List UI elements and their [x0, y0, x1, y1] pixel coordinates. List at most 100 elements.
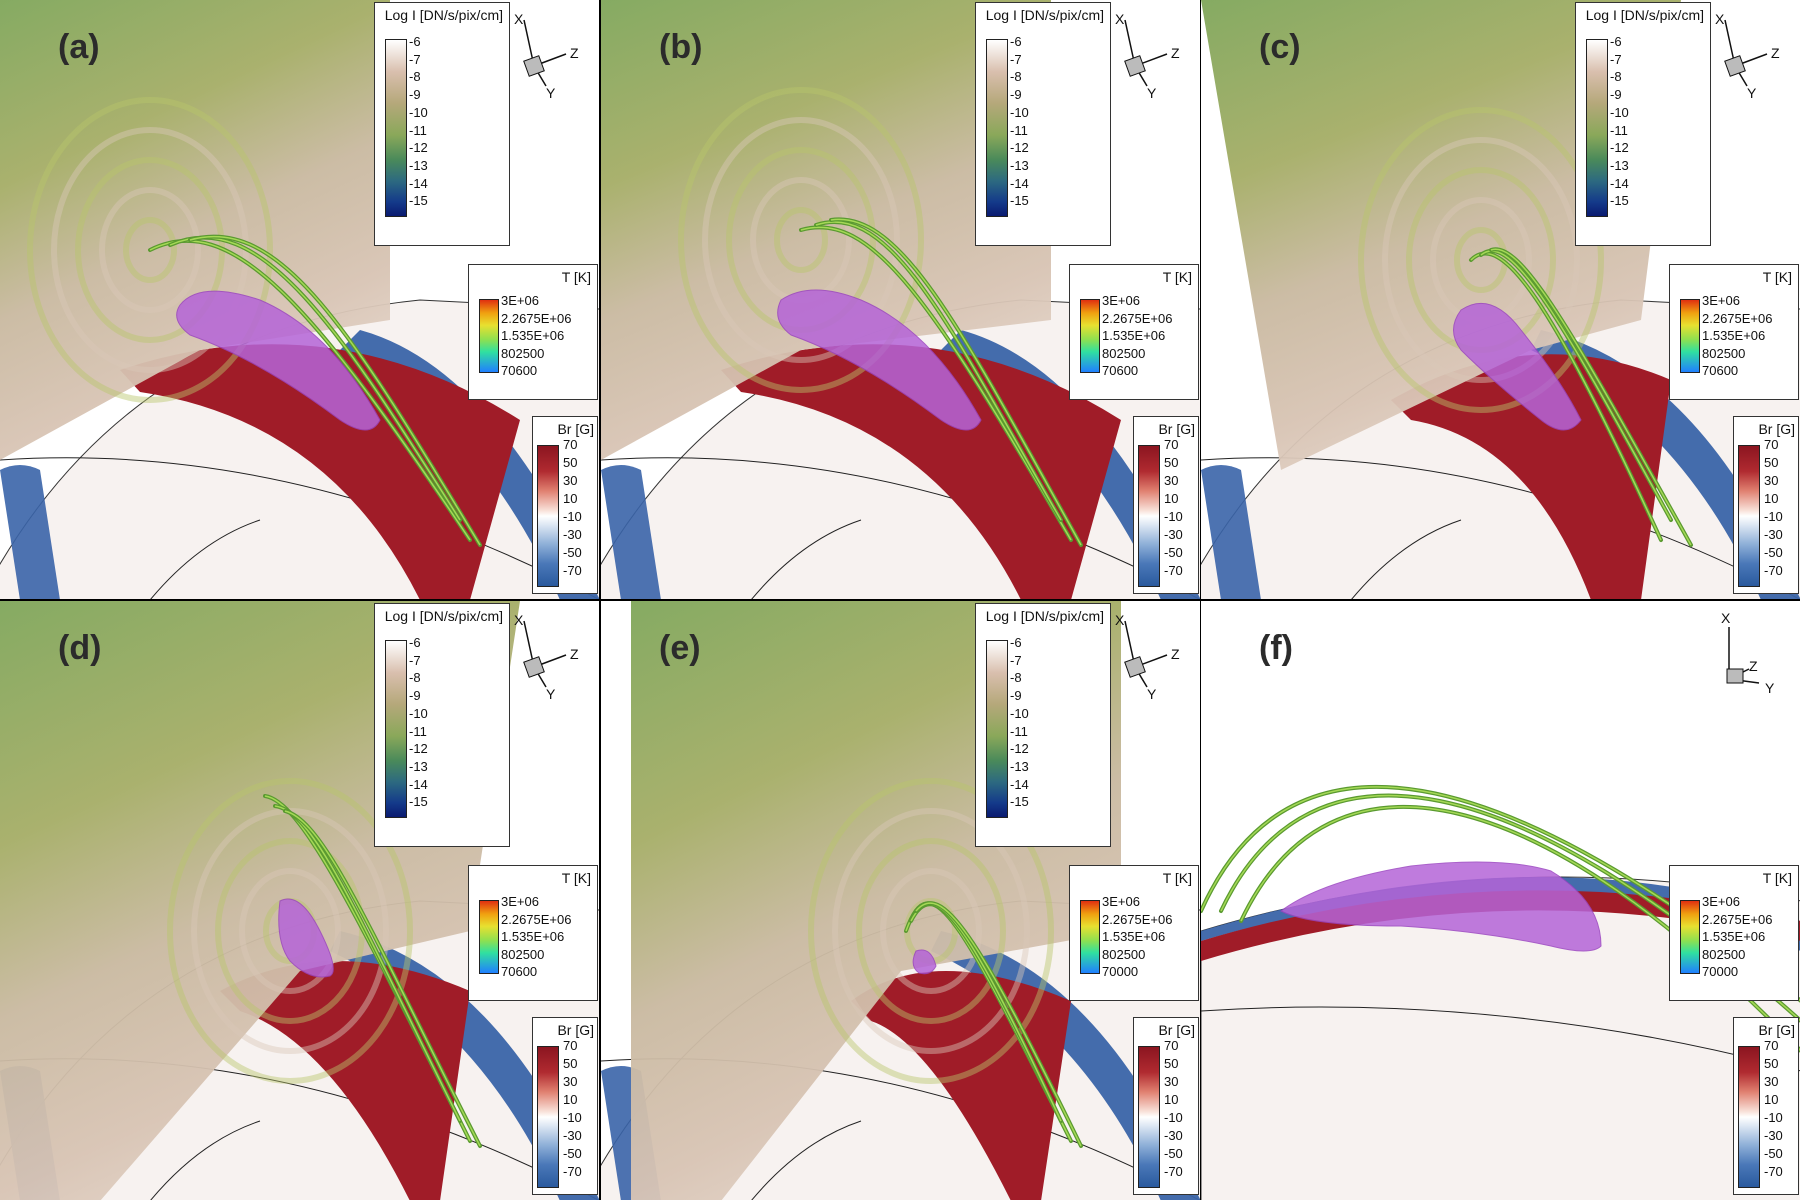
legend-tick: 70 [1764, 1038, 1779, 1053]
colorbar [1738, 1046, 1760, 1188]
flux-rope [777, 289, 982, 431]
axes-icon: XZY [1115, 11, 1180, 101]
legend-tick: 50 [1164, 455, 1179, 470]
legend-tick: -10 [1010, 705, 1029, 721]
cavity-ring [167, 778, 413, 1084]
scene [1201, 0, 1800, 599]
legend-tick: 802500 [1702, 946, 1746, 962]
axis-x-label: X [1715, 11, 1725, 27]
legend-tick: -50 [1764, 1146, 1783, 1161]
legend-tick: -9 [1610, 87, 1622, 103]
legend-tick: -8 [1610, 69, 1622, 85]
br-band-positive [721, 344, 1121, 599]
legend-tick: 70 [1164, 437, 1179, 452]
colorbar [1138, 1046, 1160, 1188]
legend-title: Log I [DN/s/pix/cm] [985, 608, 1104, 624]
legend-tick: -12 [409, 741, 428, 757]
grid-arc [1201, 1006, 1800, 1072]
legend-tick: -11 [1610, 122, 1628, 138]
axis-z-label: Z [1749, 658, 1758, 674]
legend-tick: -7 [1610, 51, 1622, 67]
flux-rope [1453, 302, 1582, 431]
legend-tick: -10 [563, 1110, 582, 1125]
cavity-ring [702, 117, 900, 363]
legend-tick: -15 [1010, 193, 1029, 209]
legend-tick: 30 [563, 473, 578, 488]
legend-log-intensity: Log I [DN/s/pix/cm]-6-7-8-9-10-11-12-13-… [374, 603, 510, 847]
legend-title: T [K] [1162, 870, 1192, 886]
legend-tick: -13 [1010, 758, 1029, 774]
axis-x-label: X [1115, 11, 1125, 27]
legend-tick: -13 [409, 758, 428, 774]
flux-rope [912, 949, 937, 975]
axis-y-label: Y [1147, 686, 1157, 702]
axis-y-label: Y [1765, 680, 1775, 696]
legend-tick: 3E+06 [501, 293, 539, 308]
legend-tick: -9 [409, 688, 421, 704]
legend-tick: -9 [409, 87, 421, 103]
colorbar [479, 299, 499, 373]
legend-tick: 2.2675E+06 [1102, 911, 1173, 927]
axes-icon: XZY [1721, 610, 1775, 696]
legend-title: T [K] [1762, 870, 1792, 886]
legend-tick: -70 [1164, 563, 1183, 578]
legend-tick: -6 [409, 34, 421, 49]
legend-tick: 1.535E+06 [1102, 328, 1166, 343]
axis-z-label: Z [570, 646, 579, 662]
flux-rope [278, 898, 334, 978]
legend-tick: -11 [409, 122, 427, 138]
grid-arc [150, 1120, 261, 1200]
legend-tick: -50 [563, 1146, 582, 1161]
legend-title: Br [G] [1158, 1022, 1195, 1038]
br-band-negative [931, 931, 1200, 1200]
colorbar [1080, 900, 1100, 974]
legend-tick: 50 [1764, 1056, 1779, 1071]
intensity-slice [1201, 0, 1681, 470]
axis-z-label: Z [1771, 45, 1780, 61]
axis-z-label: Z [570, 45, 579, 61]
legend-log-intensity: Log I [DN/s/pix/cm]-6-7-8-9-10-11-12-13-… [975, 2, 1111, 246]
colorbar [537, 1046, 559, 1188]
field-line-highlight [915, 902, 1082, 1147]
legend-tick: 3E+06 [501, 894, 539, 909]
legend-tick: -7 [409, 51, 421, 67]
cavity-ring [856, 838, 1006, 1024]
legend-tick: 802500 [501, 345, 545, 361]
legend-tick: -10 [1610, 104, 1629, 120]
cavity-ring [880, 868, 982, 994]
legend-title: Log I [DN/s/pix/cm] [384, 608, 503, 624]
legend-tick: 70000 [1702, 964, 1739, 979]
legend-title: Log I [DN/s/pix/cm] [384, 7, 503, 23]
legend-tick: -30 [1164, 527, 1183, 542]
legend-tick: -8 [1010, 69, 1022, 85]
legend-tick: -50 [1164, 545, 1183, 560]
grid-arc [601, 457, 1200, 599]
scene [0, 0, 599, 599]
legend-log-intensity: Log I [DN/s/pix/cm]-6-7-8-9-10-11-12-13-… [374, 2, 510, 246]
legend-tick: 1.535E+06 [1702, 929, 1766, 944]
legend-tick: 30 [1764, 1074, 1779, 1089]
axes-icon: XZY [514, 612, 579, 702]
legend-tick: -14 [1010, 175, 1029, 191]
colorbar [537, 445, 559, 587]
legend-tick: -10 [1010, 104, 1029, 120]
legend-tick: -70 [1764, 1164, 1783, 1179]
grid-arc [751, 519, 862, 599]
legend-tick: -50 [1764, 545, 1783, 560]
legend-tick: -10 [563, 509, 582, 524]
legend-title: Br [G] [557, 421, 594, 437]
legend-tick: -30 [1164, 1128, 1183, 1143]
br-band-negative [330, 931, 599, 1200]
legend-tick: -15 [409, 794, 428, 810]
legend-tick: -7 [409, 652, 421, 668]
br-band-negative-left [0, 465, 60, 599]
legend-tick: -14 [409, 776, 428, 792]
axes-icon: XZY [1115, 612, 1180, 702]
